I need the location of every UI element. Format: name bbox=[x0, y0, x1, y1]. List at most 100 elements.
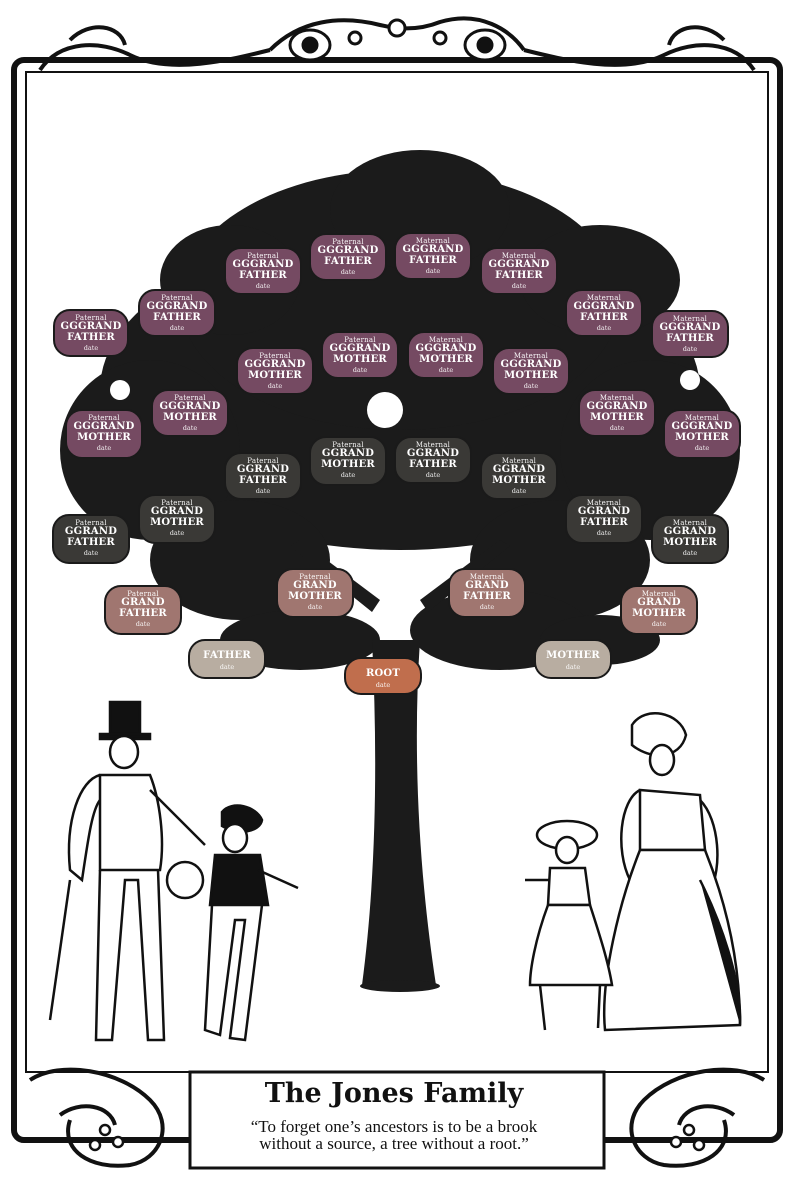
node-side-label: Maternal bbox=[482, 458, 556, 465]
boy-figure bbox=[167, 806, 298, 1040]
node-date: date bbox=[622, 621, 696, 628]
node-side-label: Paternal bbox=[278, 574, 352, 581]
family-quote: “To forget one’s ancestors is to be a br… bbox=[194, 1118, 594, 1152]
ancestor-node-ggg-p3: PaternalGGGRANDFATHERdate bbox=[224, 247, 302, 295]
node-side-label: Maternal bbox=[409, 337, 483, 344]
node-date: date bbox=[226, 283, 300, 290]
node-title-line2: MOTHER bbox=[140, 518, 214, 529]
node-date: date bbox=[482, 488, 556, 495]
node-title-line1: MOTHER bbox=[536, 651, 610, 662]
node-date: date bbox=[494, 383, 568, 390]
node-side-label: Maternal bbox=[567, 500, 641, 507]
node-side-label: Paternal bbox=[55, 315, 127, 322]
node-side-label: Paternal bbox=[106, 591, 180, 598]
node-date: date bbox=[311, 472, 385, 479]
node-title-line2: MOTHER bbox=[580, 413, 654, 424]
node-side-label: Maternal bbox=[482, 253, 556, 260]
node-side-label: Paternal bbox=[238, 353, 312, 360]
node-title-line2: FATHER bbox=[450, 592, 524, 603]
lady-figure bbox=[604, 713, 740, 1030]
node-title-line2: MOTHER bbox=[311, 460, 385, 471]
ancestor-node-gg-p1: PaternalGGRANDFATHERdate bbox=[52, 514, 130, 564]
quote-line-2: without a source, a tree without a root.… bbox=[194, 1135, 594, 1152]
node-title-line2: FATHER bbox=[396, 460, 470, 471]
node-date: date bbox=[409, 367, 483, 374]
node-title-line2: MOTHER bbox=[153, 413, 227, 424]
node-title-line2: FATHER bbox=[226, 476, 300, 487]
node-title-line2: FATHER bbox=[653, 334, 727, 345]
node-date: date bbox=[238, 383, 312, 390]
node-date: date bbox=[665, 445, 739, 452]
ancestor-node-mother: MOTHER date bbox=[534, 639, 612, 679]
node-side-label: Paternal bbox=[140, 500, 214, 507]
girl-figure bbox=[525, 821, 612, 1030]
node-date: date bbox=[396, 268, 470, 275]
node-title-line2: MOTHER bbox=[278, 592, 352, 603]
node-date: date bbox=[450, 604, 524, 611]
node-date: date bbox=[190, 664, 264, 671]
node-date: date bbox=[396, 472, 470, 479]
node-side-label: Maternal bbox=[622, 591, 696, 598]
node-title-line2: MOTHER bbox=[665, 433, 739, 444]
node-side-label: Maternal bbox=[580, 395, 654, 402]
node-title-line2: FATHER bbox=[396, 256, 470, 267]
node-side-label: Maternal bbox=[665, 415, 739, 422]
node-side-label: Paternal bbox=[226, 458, 300, 465]
quote-line-1: “To forget one’s ancestors is to be a br… bbox=[194, 1118, 594, 1135]
node-date: date bbox=[536, 664, 610, 671]
ancestor-node-g-pf: PaternalGRANDFATHERdate bbox=[104, 585, 182, 635]
node-date: date bbox=[226, 488, 300, 495]
node-title-line2: FATHER bbox=[106, 609, 180, 620]
node-title-line2: MOTHER bbox=[653, 538, 727, 549]
node-title-line2: FATHER bbox=[55, 333, 127, 344]
node-date: date bbox=[140, 325, 214, 332]
node-title-line2: MOTHER bbox=[482, 476, 556, 487]
node-side-label: Maternal bbox=[653, 520, 727, 527]
node-title-line2: MOTHER bbox=[409, 355, 483, 366]
node-date: date bbox=[140, 530, 214, 537]
node-side-label: Maternal bbox=[494, 353, 568, 360]
node-title-line1: FATHER bbox=[190, 651, 264, 662]
node-date: date bbox=[323, 367, 397, 374]
ancestor-node-gggm-m2: MaternalGGGRANDMOTHERdate bbox=[492, 347, 570, 395]
node-side-label: Maternal bbox=[396, 442, 470, 449]
node-title-line2: MOTHER bbox=[323, 355, 397, 366]
node-title-line2: FATHER bbox=[226, 271, 300, 282]
node-date: date bbox=[311, 269, 385, 276]
node-date: date bbox=[653, 346, 727, 353]
ancestor-node-g-mf: MaternalGRANDFATHERdate bbox=[448, 568, 526, 618]
node-side-label: Paternal bbox=[153, 395, 227, 402]
node-date: date bbox=[567, 530, 641, 537]
node-title-line2: FATHER bbox=[311, 257, 385, 268]
node-side-label: Paternal bbox=[54, 520, 128, 527]
node-title-line2: MOTHER bbox=[67, 433, 141, 444]
node-side-label: Paternal bbox=[311, 442, 385, 449]
top-rosettes bbox=[290, 20, 505, 60]
node-side-label: Paternal bbox=[323, 337, 397, 344]
ancestor-node-ggg-m2: MaternalGGGRANDFATHERdate bbox=[480, 247, 558, 295]
node-title-line2: FATHER bbox=[567, 313, 641, 324]
node-date: date bbox=[67, 445, 141, 452]
node-title-line2: FATHER bbox=[482, 271, 556, 282]
node-title-line2: MOTHER bbox=[238, 371, 312, 382]
node-date: date bbox=[346, 682, 420, 689]
node-date: date bbox=[567, 325, 641, 332]
ancestor-node-ggg-p4: PaternalGGGRANDFATHERdate bbox=[309, 233, 387, 281]
node-side-label: Paternal bbox=[140, 295, 214, 302]
